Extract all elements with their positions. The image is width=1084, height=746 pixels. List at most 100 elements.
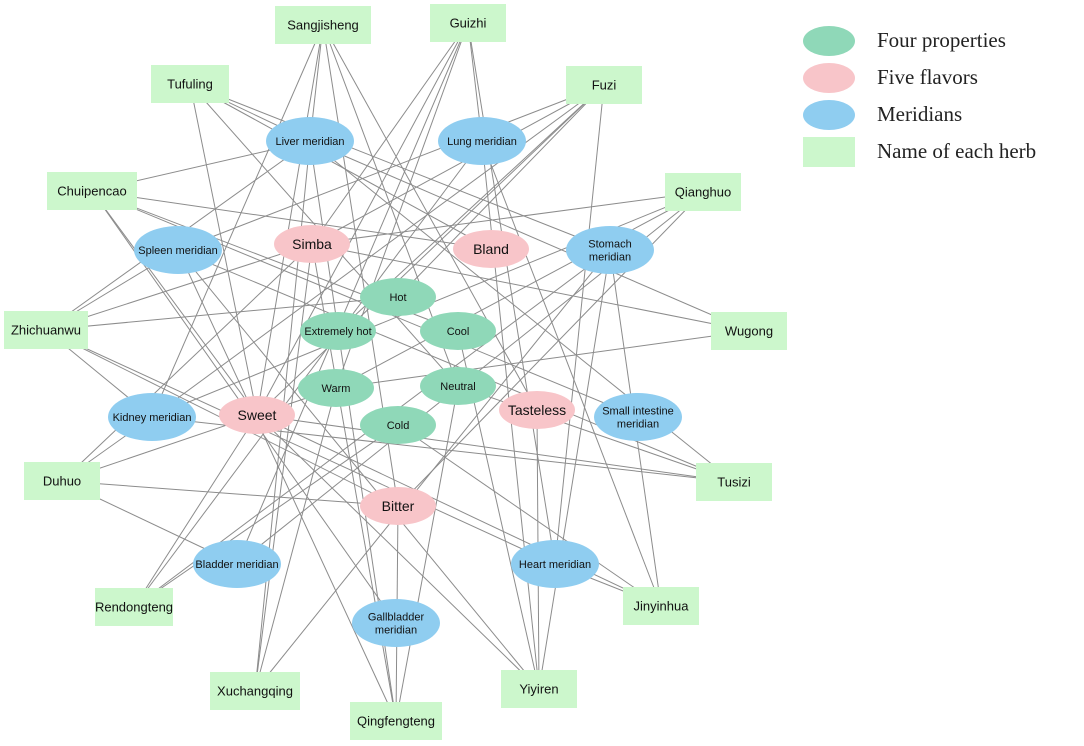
node-label: Bland [473,241,509,257]
edge-guizhi-heart [467,22,556,565]
edge-zhichuanwu-simba [45,243,313,331]
property-ellipse [420,367,496,405]
node-qianghuo: Qianghuo [665,173,741,211]
node-liver: Liver meridian [266,117,354,165]
node-cold: Cold [360,406,436,444]
node-cool: Cool [420,312,496,350]
herb-box [623,587,699,625]
legend: Four properties Five flavors Meridians N… [803,22,1083,170]
legend-item-flavor: Five flavors [803,59,1083,96]
edge-qianghuo-simba [311,191,704,245]
node-tufuling: Tufuling [151,65,229,103]
edge-rendongteng-sweet [133,414,258,608]
edge-wugong-liver [309,140,750,332]
edge-tufuling-stomach [189,83,611,251]
edge-chuipencao-bland [91,190,492,250]
meridian-ellipse [352,599,440,647]
meridian-ellipse [193,540,281,588]
herb-box [4,311,88,349]
edge-chuipencao-sweet [91,190,258,416]
node-label: Fuzi [592,78,617,93]
legend-label: Name of each herb [877,139,1037,163]
herb-box [275,6,371,44]
edge-duhuo-bitter [61,480,399,507]
flavor-ellipse [453,230,529,268]
node-spleen: Spleen meridian [134,226,222,274]
meridian-ellipse [511,540,599,588]
legend-item-property: Four properties [803,22,1083,59]
herb-box [566,66,642,104]
edge-xuchangqing-stomach [254,249,611,692]
node-label: Yiyiren [519,682,558,697]
edge-wugong-warm [335,330,750,389]
node-hot: Hot [360,278,436,316]
node-guizhi: Guizhi [430,4,506,42]
edge-rendongteng-lung [133,140,483,608]
node-yiyiren: Yiyiren [501,670,577,708]
herb-box [430,4,506,42]
node-label: Kidney meridian [113,412,192,424]
node-label: Xuchangqing [217,684,293,699]
edge-tufuling-bland [189,83,492,250]
edge-duhuo-simba [61,243,313,482]
meridian-ellipse [594,393,682,441]
node-lung: Lung meridian [438,117,526,165]
node-tasteless: Tasteless [499,391,575,429]
property-ellipse [360,278,436,316]
edge-xuchangqing-warm [254,387,337,692]
edge-zhichuanwu-hot [45,296,399,331]
node-label: Bladder meridian [195,559,278,571]
herb-box [501,670,577,708]
edge-yiyiren-stomach [538,249,611,690]
edge-sangjisheng-tasteless [322,24,538,411]
node-label: Rendongteng [95,600,173,615]
edge-guizhi-bladder [236,22,469,565]
node-label: Duhuo [43,474,81,489]
legend-label: Four properties [877,28,1006,52]
node-bland: Bland [453,230,529,268]
node-label: Wugong [725,324,773,339]
meridian-ellipse [566,226,654,274]
node-label: Zhichuanwu [11,323,81,338]
herb-box [95,588,173,626]
legend-item-herb: Name of each herb [803,133,1083,170]
node-label: Heart meridian [519,559,591,571]
meridian-ellipse [108,393,196,441]
node-chuipencao: Chuipencao [47,172,137,210]
property-ellipse [420,312,496,350]
node-zhichuanwu: Zhichuanwu [4,311,88,349]
edge-zhichuanwu-heart [45,329,556,565]
herb-box [47,172,137,210]
legend-swatch-property [803,25,855,56]
edge-qingfengteng-neutral [395,385,459,722]
herb-box [24,462,100,500]
edge-jinyinhua-cold [397,424,662,607]
node-rendongteng: Rendongteng [95,588,173,626]
edge-fuzi-heart [554,84,605,565]
node-simba: Simba [274,225,350,263]
edge-sangjisheng-kidney [151,24,324,418]
node-label: Bitter [382,498,415,514]
legend-swatch-meridian [803,99,855,130]
node-label: Tasteless [508,402,566,418]
edge-duhuo-warm [61,387,337,482]
meridian-ellipse [266,117,354,165]
node-tusizi: Tusizi [696,463,772,501]
legend-label: Meridians [877,102,963,126]
legend-item-meridian: Meridians [803,96,1083,133]
edge-jinyinhua-lung [481,140,662,607]
node-label: Lung meridian [447,136,517,148]
node-wugong: Wugong [711,312,787,350]
node-label: Cold [387,420,410,432]
edge-fuzi-kidney [151,84,605,418]
legend-swatch-herb [803,136,855,167]
node-qingfengteng: Qingfengteng [350,702,442,740]
node-label: Extremely hot [304,326,371,338]
node-label: Neutral [440,381,475,393]
